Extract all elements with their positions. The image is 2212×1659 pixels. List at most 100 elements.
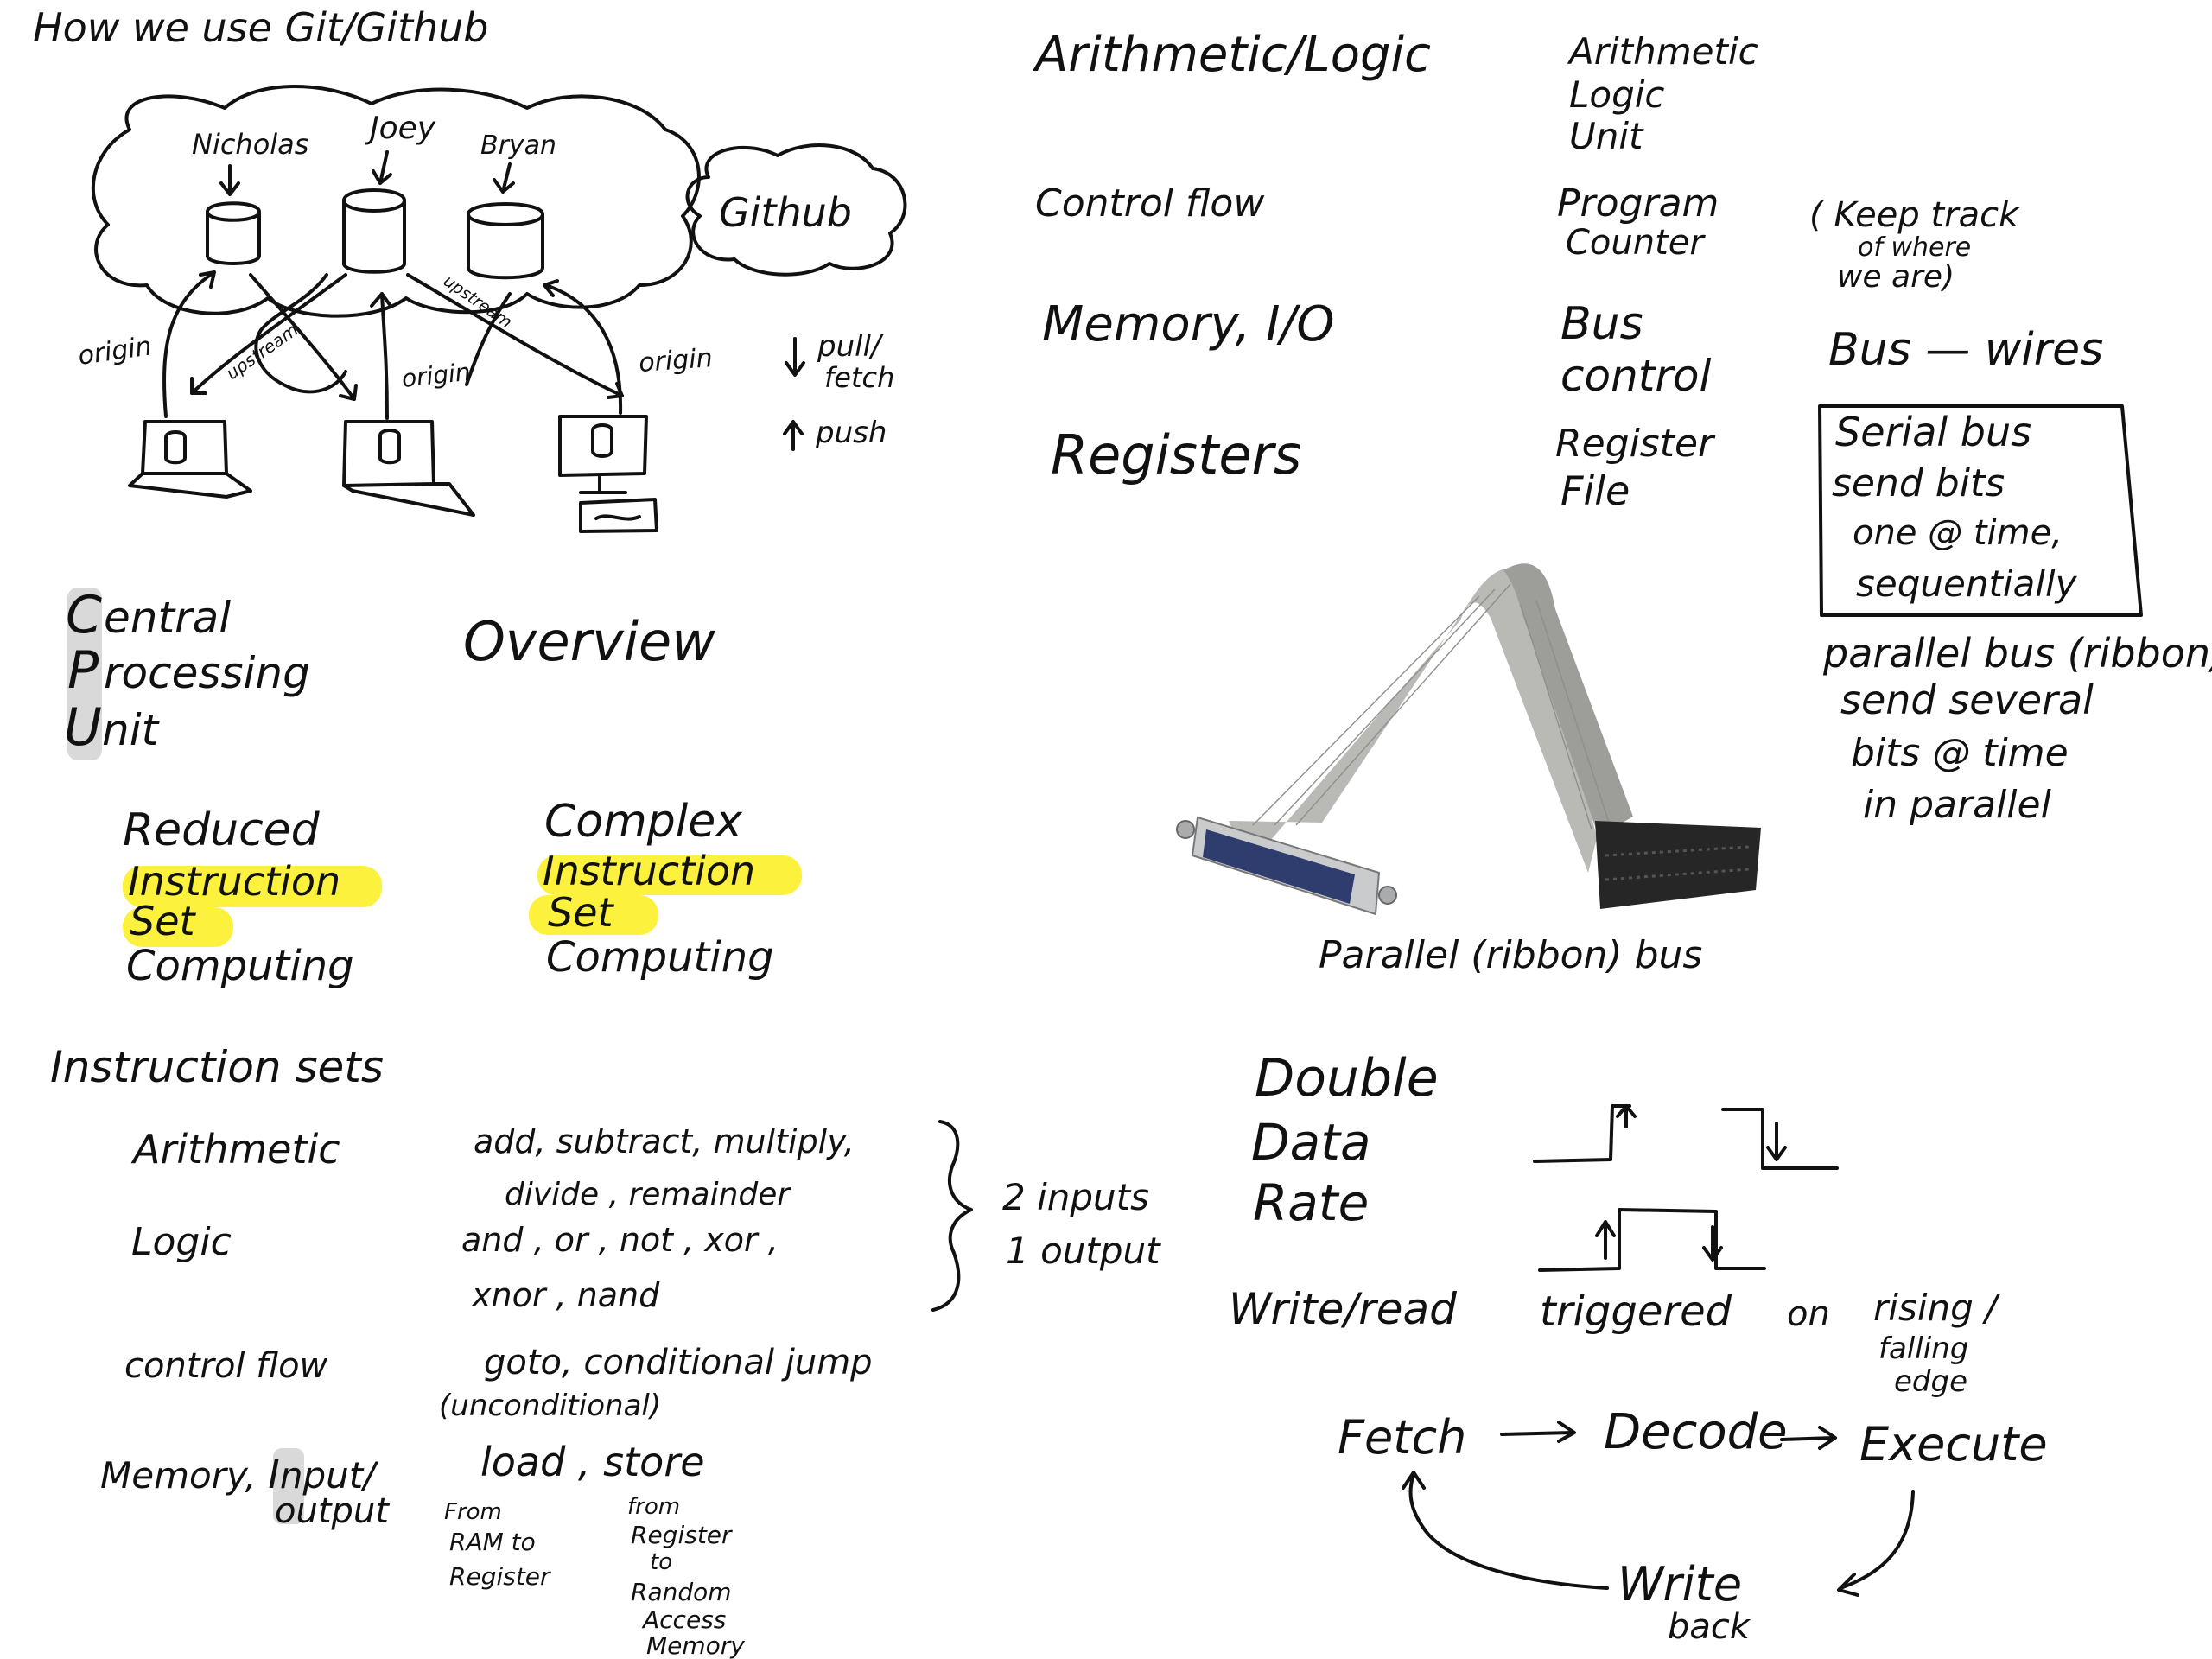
memory-label: Memory, Input/	[100, 1451, 378, 1497]
risc-set: Set	[130, 898, 197, 944]
step-write: Write	[1618, 1557, 1742, 1611]
serial-line2: send bits	[1832, 461, 2005, 505]
risc-reduced: Reduced	[123, 804, 321, 856]
arithmetic-ops-line2: divide , remainder	[505, 1177, 791, 1212]
category-arithmetic-logic: Arithmetic/Logic	[1033, 27, 1431, 83]
arrow-curve	[254, 273, 347, 394]
cpu-letter-c: C	[66, 585, 102, 645]
alu-line1: Arithmetic	[1567, 30, 1758, 73]
step-decode: Decode	[1604, 1404, 1788, 1460]
logic-ops-line2: xnor , nand	[471, 1276, 660, 1314]
ribbon-wire-line	[1295, 583, 1511, 826]
edge-label: edge	[1894, 1364, 1967, 1399]
memory-label-output: output	[275, 1491, 390, 1531]
down-arrow-icon	[219, 164, 240, 196]
alu-line3: Unit	[1569, 115, 1644, 157]
ribbon-wire-line	[1535, 600, 1610, 823]
up-arrow-icon	[1595, 1220, 1616, 1260]
highlight	[537, 855, 802, 895]
database-icon	[467, 202, 544, 280]
ddr-rate: Rate	[1253, 1173, 1369, 1232]
write-read-label: Write/read	[1229, 1284, 1457, 1334]
pull-label: pull/	[817, 329, 884, 364]
connector-screw	[1176, 820, 1195, 839]
store-note-line3: to	[650, 1549, 672, 1575]
clock-pulse-icon	[1538, 1208, 1766, 1272]
parallel-line3: bits @ time	[1851, 731, 2069, 775]
falling-label: falling	[1878, 1332, 1968, 1366]
on-label: on	[1787, 1294, 1830, 1334]
connector-screw	[1378, 886, 1397, 905]
program-counter-line1: Program	[1557, 181, 1719, 226]
bus-control-line1: Bus	[1560, 298, 1643, 350]
down-arrow-icon	[785, 337, 805, 377]
cpu-word-unit: nit	[102, 705, 161, 755]
bus-control-line2: control	[1560, 351, 1712, 401]
alu-line2: Logic	[1569, 73, 1665, 116]
rising-edge-icon	[1533, 1104, 1637, 1163]
idc-pin-row	[1605, 845, 1750, 857]
highlight	[123, 907, 233, 947]
parallel-line2: send several	[1840, 677, 2094, 723]
pc-note-line2: of where	[1858, 232, 1971, 263]
user-joey: Joey	[365, 111, 436, 146]
database-icon	[378, 429, 401, 465]
instruction-sets-section: Instruction sets Arithmetic add, subtrac…	[50, 1042, 1161, 1659]
ribbon-cable-photo: Parallel (ribbon) bus	[1176, 563, 1761, 977]
laptop-icon	[128, 420, 252, 499]
logic-label: Logic	[131, 1220, 232, 1264]
ddr-data: Data	[1251, 1113, 1371, 1172]
rising-label: rising /	[1873, 1287, 2000, 1329]
category-control-flow: Control flow	[1035, 181, 1265, 226]
fetch-label: fetch	[824, 361, 894, 394]
store-note-line5: Access	[641, 1605, 726, 1634]
photo-caption: Parallel (ribbon) bus	[1319, 933, 1702, 977]
step-back: back	[1668, 1607, 1751, 1647]
serial-line3: one @ time,	[1853, 513, 2063, 553]
load-note-line1: From	[444, 1499, 502, 1525]
git-section: How we use Git/Github Github Nicholas Jo…	[33, 4, 907, 533]
curved-arrow-icon	[1837, 1490, 1915, 1597]
github-label: Github	[719, 189, 852, 236]
down-arrow-icon	[493, 162, 515, 194]
ddr-double: Double	[1255, 1048, 1439, 1109]
arrow-upstream-fetch	[190, 273, 347, 395]
arithmetic-label: Arithmetic	[130, 1126, 340, 1173]
arrow-origin-push	[162, 270, 216, 418]
arrow-origin-push	[370, 292, 392, 420]
pc-note-line1: ( Keep track	[1809, 195, 2020, 235]
isa-section: Reduced Instruction Set Computing Comple…	[123, 796, 802, 990]
database-icon	[591, 423, 613, 458]
database-icon	[342, 188, 406, 274]
arrow-origin-push	[543, 279, 623, 415]
desktop-computer-icon	[558, 415, 658, 533]
arrow-origin-fetch	[465, 292, 512, 386]
origin-label: origin	[400, 358, 472, 393]
risc-instruction: Instruction	[128, 858, 340, 905]
cpu-letter-p: P	[67, 640, 99, 701]
highlight	[123, 866, 382, 907]
category-registers: Registers	[1051, 423, 1301, 486]
origin-label: origin	[638, 343, 714, 378]
laptop-icon	[342, 420, 475, 517]
database-icon	[206, 201, 261, 265]
user-bryan: Bryan	[480, 130, 556, 161]
cisc-instruction: Instruction	[543, 848, 755, 894]
control-flow-note: (unconditional)	[439, 1389, 661, 1423]
store-note-line6: Memory	[646, 1631, 745, 1659]
cpu-letter-u: U	[64, 697, 102, 758]
register-file-line2: File	[1560, 467, 1630, 514]
right-arrow-icon	[1780, 1426, 1837, 1450]
register-file-line1: Register	[1555, 422, 1716, 466]
risc-computing: Computing	[126, 942, 354, 990]
ddr-section: Double Data Rate Write/read triggered on…	[1229, 1048, 2000, 1399]
cisc-complex: Complex	[544, 796, 743, 848]
cpu-word-central: entral	[104, 593, 231, 643]
serial-bus-box	[1818, 404, 2143, 617]
cpu-section: C entral P rocessing U nit Overview	[64, 585, 715, 760]
logic-ops-line1: and , or , not , xor ,	[461, 1221, 779, 1259]
serial-line4: sequentially	[1856, 563, 2078, 605]
idc-connector	[1595, 821, 1761, 909]
